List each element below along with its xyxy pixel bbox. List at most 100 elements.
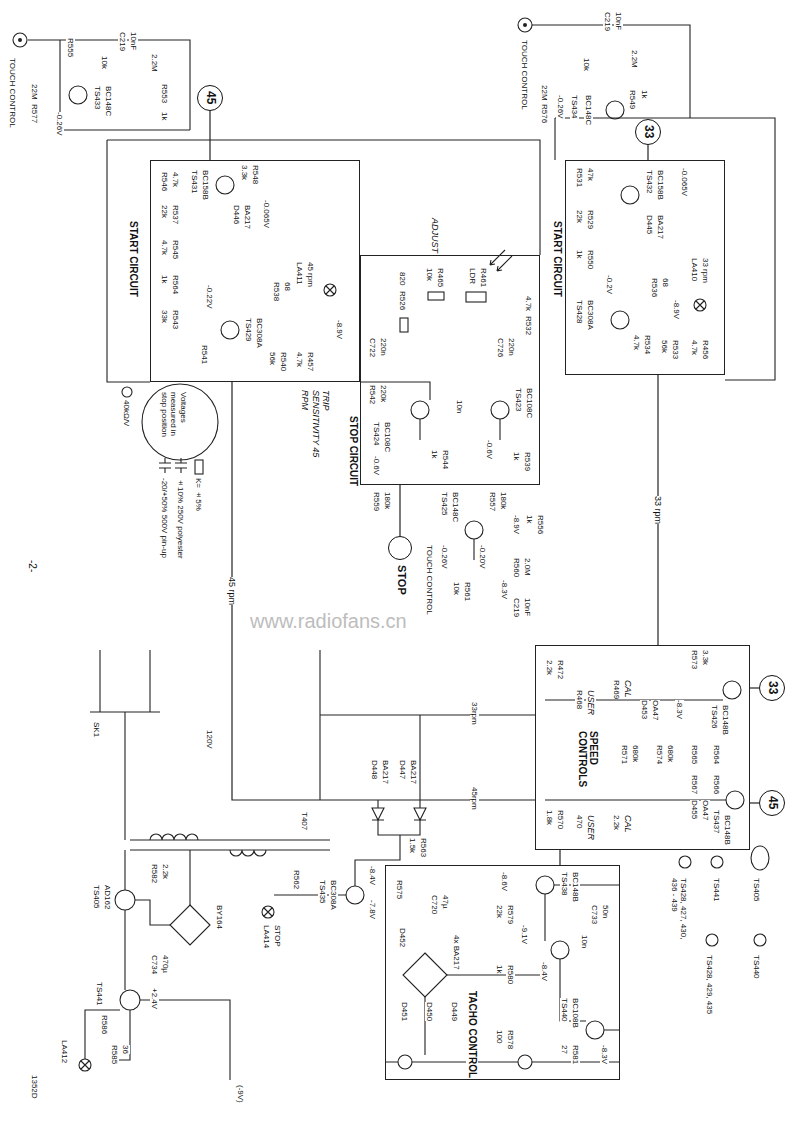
- part-label: -0.065V: [680, 168, 689, 196]
- part-label: -0.22V: [205, 285, 214, 309]
- part-label: R537: [171, 205, 180, 224]
- part-label: C219: [512, 598, 521, 617]
- part-label: R536: [650, 278, 659, 297]
- part-label: TS440: [752, 955, 761, 979]
- part-label: 45rpm: [470, 787, 479, 810]
- part-label: 56k: [660, 340, 669, 353]
- part-label: -8.4V: [540, 962, 549, 981]
- part-label: R571: [620, 745, 629, 764]
- transformer-coil: [150, 834, 266, 856]
- part-label: -8.4V: [368, 866, 377, 885]
- wire-connector: [209, 111, 210, 160]
- part-label: R564: [712, 745, 721, 764]
- legend-resistor: [195, 460, 203, 474]
- part-label: 3.3k: [701, 650, 710, 665]
- part-label: -8.3V: [500, 580, 509, 599]
- transistor-symbol: [723, 681, 741, 699]
- part-label: 470µ: [161, 955, 170, 973]
- transistor-symbol: [120, 990, 140, 1010]
- part-label: 4.7k: [632, 335, 641, 350]
- part-label: R581: [571, 1045, 580, 1064]
- part-label: AD162: [103, 885, 112, 909]
- transistor-symbol: [69, 86, 87, 104]
- legend-text: K= ±5%: [194, 478, 203, 511]
- part-label: 22M: [540, 85, 549, 101]
- transistor-symbol: [465, 521, 483, 539]
- part-label: SK1: [92, 722, 101, 737]
- part-label: 2.2k: [612, 815, 621, 830]
- legend-text: ±10% 250V polyester: [176, 478, 185, 559]
- part-label: R561: [463, 582, 472, 601]
- touch-plate: [518, 18, 532, 32]
- part-label: Voltages measured in stop position: [160, 392, 188, 442]
- part-label: 10k: [100, 56, 109, 69]
- part-label: R539: [523, 452, 532, 471]
- transistor-symbol: [621, 186, 639, 204]
- part-label: R575: [395, 880, 404, 899]
- part-label: 220n: [507, 338, 516, 356]
- pinout-outline: [754, 934, 766, 946]
- part-label: TS428, 429, 435: [705, 955, 714, 1015]
- part-label: -0.2V: [605, 275, 614, 294]
- part-label: R555: [66, 38, 75, 57]
- part-label: R550: [586, 250, 595, 269]
- part-label: BC308A: [586, 300, 595, 330]
- part-label: 220k: [379, 385, 388, 402]
- part-label: R560: [512, 558, 521, 577]
- part-label: TS424: [372, 422, 381, 446]
- part-label: D448: [370, 760, 379, 779]
- part-label: R578: [506, 1030, 515, 1049]
- part-label: -0.26V: [55, 112, 64, 136]
- part-label: TS433: [93, 86, 102, 110]
- transistor-symbol: [551, 941, 569, 959]
- wire-connector: [750, 802, 759, 803]
- diode-symbol: [372, 808, 426, 820]
- part-label: BY164: [215, 905, 224, 929]
- note-outline: [142, 384, 218, 460]
- part-label: TOUCH CONTROL: [8, 58, 17, 128]
- touch-dot: [523, 23, 527, 27]
- part-label: R548: [251, 165, 260, 184]
- part-label: 820: [398, 272, 407, 285]
- part-label: TS431: [190, 170, 199, 194]
- part-label: R582: [150, 864, 159, 883]
- part-label: -7.8V: [368, 900, 377, 919]
- part-label: 10k: [425, 268, 434, 281]
- part-label: 22M: [30, 84, 39, 100]
- touch-plate: [13, 33, 27, 47]
- part-label: R533: [671, 340, 680, 359]
- part-label: 10nF: [523, 598, 532, 616]
- part-label: 56k: [268, 352, 277, 365]
- part-label: R469: [612, 680, 621, 699]
- wire-connector: [559, 850, 560, 865]
- part-label: R526: [398, 291, 407, 310]
- bridge-rectifier: [170, 905, 447, 997]
- part-label: 45 rpm: [306, 262, 315, 287]
- pinout-outline: [679, 856, 691, 868]
- part-label: BA217: [243, 205, 252, 229]
- wire-connector: [647, 145, 648, 160]
- part-label: R563: [419, 838, 428, 857]
- part-label: 4.7k: [171, 172, 180, 187]
- transistor-symbol: [536, 876, 554, 894]
- part-label: BC108C: [383, 422, 392, 452]
- part-label: -8.9V: [512, 515, 521, 534]
- part-label: C726: [496, 338, 505, 357]
- contact-number: 45: [765, 796, 779, 809]
- part-label: BA217: [409, 760, 418, 784]
- part-label: T407: [300, 812, 309, 830]
- part-label: R565: [690, 745, 699, 764]
- transistor-symbol: [611, 311, 629, 329]
- legend-text: -20/+50% 500V pin-up: [160, 478, 169, 558]
- part-label: LA411: [295, 262, 304, 285]
- transistor-symbol: [491, 401, 509, 419]
- part-label: 4.7k: [690, 340, 699, 355]
- part-label: 22k: [495, 905, 504, 918]
- part-label: STOP: [273, 925, 282, 947]
- part-label: 22k: [575, 210, 584, 223]
- part-label: R570: [556, 810, 565, 829]
- handwritten-note: TRIP SENSITIVITY 45 RPM: [300, 390, 331, 460]
- part-label: 220n: [379, 338, 388, 356]
- part-label: 2.2M: [630, 50, 639, 68]
